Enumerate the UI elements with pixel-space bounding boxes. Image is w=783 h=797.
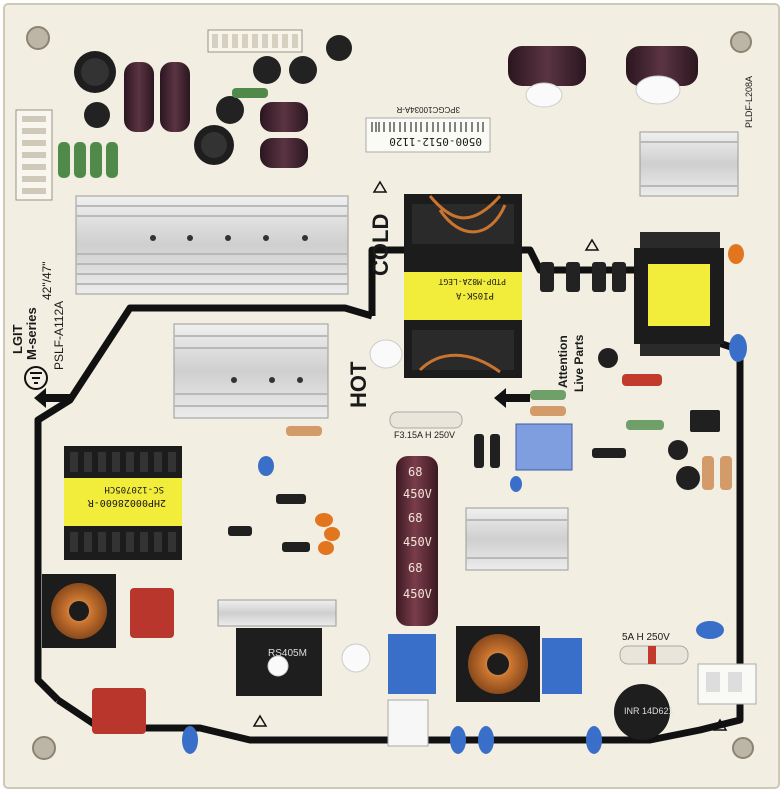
- blue-x-capacitors: [387, 634, 582, 747]
- svg-text:450V: 450V: [403, 487, 432, 501]
- bridge-rectifier-label: RS405M: [268, 648, 307, 659]
- attention-label: Attention: [556, 335, 570, 388]
- brand-label: LGIT: [10, 324, 25, 354]
- heatsink-middle-right: [465, 507, 569, 571]
- capacitors-470uf: [124, 62, 308, 168]
- y-capacitors: [182, 334, 747, 754]
- cold-label: COLD: [368, 213, 393, 276]
- resistors-misc: [286, 390, 732, 490]
- transformer-main-label: PI0SK-A: [456, 290, 494, 300]
- pcb-model-label: PSLF-A112A: [52, 300, 66, 370]
- standby-transformer: [634, 232, 724, 356]
- series-label: M-series: [24, 307, 39, 360]
- warning-triangle-icon: [252, 180, 728, 731]
- bulk-capacitor: 68 450V 68 450V 68 450V: [396, 456, 438, 626]
- resistors-green: [58, 88, 268, 178]
- common-mode-choke-left: [42, 574, 116, 648]
- svg-text:68: 68: [408, 561, 422, 575]
- common-mode-choke-right: [456, 626, 540, 702]
- ground-symbol-icon: [24, 366, 48, 390]
- svg-text:450V: 450V: [403, 535, 432, 549]
- heatsink-middle-left: [173, 323, 329, 419]
- pfc-transformer: [64, 446, 182, 560]
- hot-arrow-icon: [34, 388, 72, 408]
- pcb-pn-label: 3PCGC10034A-R: [396, 105, 460, 114]
- fuse-primary: [389, 411, 463, 429]
- transformer-main-code: PTDP-M82A-LEGT: [438, 277, 506, 286]
- transformer-left-label: 2HP00028600-R: [87, 497, 166, 508]
- size-label: 42"/47": [40, 261, 54, 300]
- svg-text:450V: 450V: [403, 587, 432, 601]
- thermistor-label: INR 14D621: [624, 706, 674, 716]
- heatsink-top-right: [639, 131, 739, 197]
- barcode-number: 0500-0512-1120: [389, 135, 482, 148]
- heatsink-top-left: [75, 195, 349, 295]
- transformer-left-sub: SC-120705CH: [104, 484, 164, 494]
- main-transformer: [369, 194, 522, 378]
- hot-arrow-icon: [494, 388, 530, 408]
- svg-text:68: 68: [408, 511, 422, 525]
- fuse-primary-label: F3.15A H 250V: [394, 430, 456, 440]
- svg-text:68: 68: [408, 465, 422, 479]
- live-parts-label: Live Parts: [572, 334, 586, 392]
- small-capacitors-top-left: [74, 35, 352, 165]
- capacitors-2200uf: [508, 46, 698, 108]
- inrush-thermistor: [614, 684, 670, 740]
- fuse-main-label: 5A H 250V: [622, 632, 670, 643]
- hot-label: HOT: [346, 361, 371, 408]
- fuse-main: [619, 645, 689, 665]
- side-label-top-right: PLDF-L208A: [744, 75, 754, 128]
